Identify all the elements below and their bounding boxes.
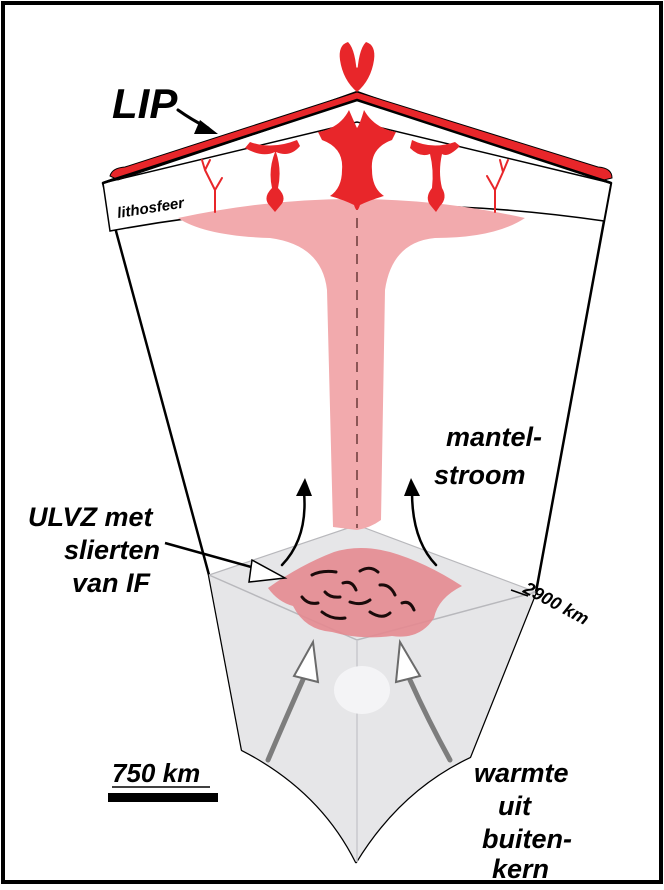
plume-label-line2: stroom xyxy=(434,460,526,490)
ulvz-label-line2: slierten xyxy=(64,535,160,565)
heat-label-line2: uit xyxy=(498,791,532,821)
lip-label: LIP xyxy=(112,80,178,127)
heat-label-line3: buiten- xyxy=(482,824,572,854)
ulvz-label-line3: van IF xyxy=(72,568,152,598)
scale-label: 750 km xyxy=(112,758,200,788)
scale-bar xyxy=(108,793,218,802)
heat-label-line4: kern xyxy=(492,854,549,884)
ulvz-label-line1: ULVZ met xyxy=(28,502,154,532)
plume-label-line1: mantel- xyxy=(446,422,542,452)
heat-label-line1: warmte xyxy=(474,758,569,788)
